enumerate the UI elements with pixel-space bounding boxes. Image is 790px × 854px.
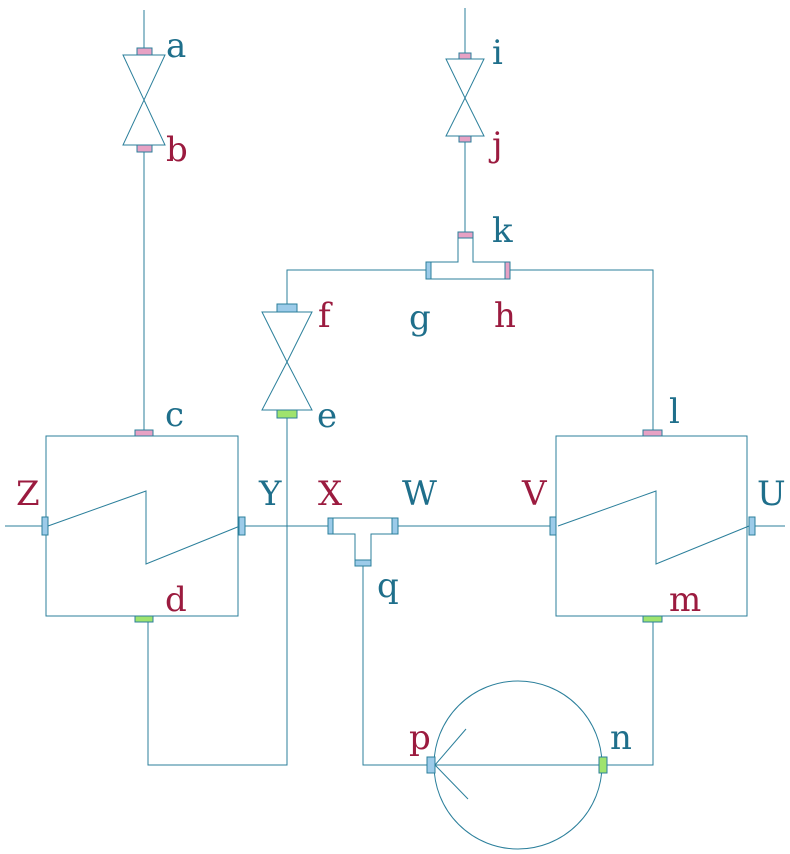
label-k: k (492, 211, 513, 251)
port-h[interactable] (504, 261, 511, 280)
heat-exchanger-left[interactable] (41, 429, 246, 623)
label-b: b (166, 130, 188, 170)
labels: a b i j k f g h c e l Z Y X W V U q d m … (16, 26, 786, 758)
valve-ab-upper-triangle (122, 54, 166, 102)
label-q: q (377, 566, 399, 606)
label-z: Z (16, 474, 40, 514)
label-f: f (318, 296, 333, 336)
label-g: g (409, 298, 431, 338)
pipe-g-f (286, 269, 428, 305)
port-y[interactable] (238, 516, 246, 536)
valve-ab-lower-triangle (122, 98, 166, 146)
pump-pn[interactable] (426, 680, 608, 850)
label-v: V (521, 474, 548, 514)
pipe-q-p (362, 566, 427, 766)
label-e: e (317, 396, 337, 436)
valve-ef[interactable] (261, 303, 313, 419)
label-w: W (402, 474, 437, 514)
label-c: c (165, 395, 184, 435)
pump-pn-blade-top (434, 728, 467, 766)
port-p[interactable] (426, 756, 436, 774)
label-u: U (757, 474, 786, 514)
port-l[interactable] (642, 429, 663, 437)
port-x[interactable] (327, 517, 334, 535)
valve-ij[interactable] (445, 52, 485, 143)
valve-ef-lower-triangle (261, 360, 313, 411)
valve-ij-upper-triangle (445, 58, 485, 100)
piping (5, 8, 785, 766)
port-q[interactable] (354, 559, 372, 567)
label-y: Y (258, 474, 282, 514)
label-h: h (494, 296, 516, 336)
port-f[interactable] (276, 303, 298, 313)
heat-exchanger-right-body (555, 435, 748, 617)
port-b[interactable] (136, 144, 153, 153)
pump-pn-blade-bottom (434, 764, 469, 800)
heat-exchanger-left-body (45, 435, 239, 617)
pipe-e-return (147, 418, 288, 766)
heat-exchanger-right[interactable] (549, 429, 756, 623)
tee-ghk[interactable] (425, 231, 511, 280)
heat-exchanger-left-coil (47, 490, 241, 565)
port-e[interactable] (276, 409, 298, 419)
port-m[interactable] (642, 615, 663, 623)
pipe-h-l (508, 269, 654, 430)
label-x: X (318, 474, 343, 514)
port-z[interactable] (41, 516, 49, 536)
port-w[interactable] (391, 517, 399, 535)
port-n[interactable] (598, 756, 608, 774)
label-p: p (409, 718, 431, 758)
label-j: j (488, 125, 503, 165)
port-a[interactable] (136, 47, 153, 56)
port-c[interactable] (134, 429, 154, 437)
valve-ef-upper-triangle (261, 311, 313, 364)
port-u[interactable] (748, 516, 756, 536)
tee-ghk-body (430, 237, 506, 280)
label-l: l (669, 392, 680, 432)
pipe-n-m (607, 622, 654, 766)
heat-exchanger-right-coil (557, 490, 750, 565)
port-i[interactable] (458, 52, 472, 60)
tee-xwq[interactable] (327, 517, 399, 567)
port-j[interactable] (458, 135, 472, 143)
valve-ij-lower-triangle (445, 96, 485, 137)
label-a: a (166, 26, 186, 66)
tee-xwq-body (332, 517, 393, 561)
port-v[interactable] (549, 516, 557, 536)
valve-ab[interactable] (122, 47, 166, 153)
label-m: m (669, 580, 701, 620)
label-d: d (165, 580, 187, 620)
label-n: n (610, 718, 632, 758)
port-k[interactable] (457, 231, 474, 239)
label-i: i (492, 33, 503, 73)
port-d[interactable] (134, 615, 154, 623)
port-g[interactable] (425, 261, 432, 280)
